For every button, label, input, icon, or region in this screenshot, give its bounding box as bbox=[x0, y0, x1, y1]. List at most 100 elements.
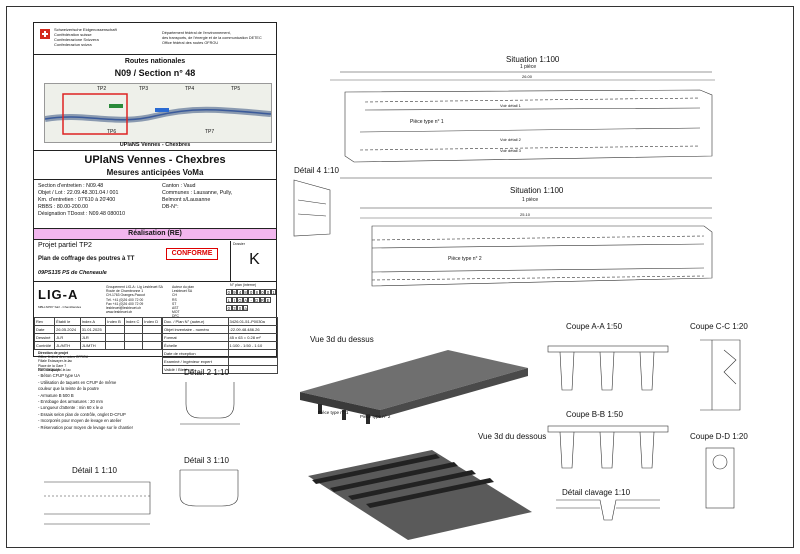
plan-no-row2-cell: G bbox=[237, 297, 243, 303]
voir-detail-3-label: Voir détail 3 bbox=[500, 148, 521, 153]
document-table: Doc. / Plan N° (auteur)3426.01-51-P0030a… bbox=[162, 317, 279, 374]
company-line: Fax +41 (0)26 400 72 09 bbox=[106, 301, 144, 306]
legend-item: CH bbox=[172, 293, 177, 298]
detail-clavage-title: Détail clavage 1:10 bbox=[562, 488, 631, 497]
direction-line: Office fédéral des routes OFROU bbox=[38, 355, 89, 360]
detail-3-drawing bbox=[179, 469, 239, 507]
company-sub: MBH-SPRY Sàrl - Chamblandes bbox=[38, 305, 82, 309]
map-label-tp5: TP5 bbox=[231, 86, 241, 92]
detail-clavage-drawing bbox=[556, 499, 660, 521]
one-piece-label-2: 1 pièce bbox=[522, 197, 539, 203]
info-line: RBBS : 80.00-200.00 bbox=[38, 204, 89, 210]
coupe-cc-title: Coupe C-C 1:20 bbox=[690, 322, 748, 331]
confed-line: Confédération suisse bbox=[54, 32, 92, 37]
vue-3d-top-title: Vue 3d du dessus bbox=[310, 335, 374, 344]
remark-item: - Essais selon plan de contrôle, onglet … bbox=[38, 411, 126, 417]
map-label-tp4: TP4 bbox=[185, 86, 195, 92]
direction-line: Filiale Estavayer-le-lac bbox=[38, 359, 73, 364]
coupe-aa-title: Coupe A-A 1:50 bbox=[566, 322, 623, 331]
situation-bottom-plan bbox=[360, 207, 713, 287]
voir-detail-2-label: Voir détail 2 bbox=[500, 137, 521, 142]
realisation-label: Réalisation (RE) bbox=[128, 230, 182, 237]
coupe-bb-title: Coupe B-B 1:50 bbox=[566, 410, 623, 419]
company-line: CH-1763 Granges-Paccot bbox=[106, 293, 146, 298]
plan-no-row2-cell: L bbox=[226, 297, 232, 303]
map-graphic bbox=[45, 93, 271, 135]
remarks: Remarques : - Béton CFUP type UA - Utili… bbox=[38, 367, 188, 431]
plan-no-row3-cell: 3 bbox=[231, 305, 238, 311]
detail-2-drawing bbox=[180, 382, 240, 425]
legend-item: Auteur du plan bbox=[172, 285, 195, 289]
info-line: DB-N°: bbox=[162, 204, 179, 210]
legend-item: MOT bbox=[172, 310, 180, 315]
piece-1-label: Pièce type n° 1 bbox=[410, 119, 444, 125]
info-line: Objet / Lot : 22.09.48.301.04 / 001 bbox=[38, 190, 119, 196]
remark-item: - Longueur d'attente : min 60 x le ø bbox=[38, 405, 103, 411]
dept-line: des transports, de l'énergie et de la co… bbox=[162, 36, 262, 40]
legend-item: DFC bbox=[172, 314, 179, 319]
divider bbox=[34, 281, 276, 282]
map-label-tp6: TP6 bbox=[107, 129, 117, 135]
map-label-tp7: TP7 bbox=[205, 129, 215, 135]
plan-no-row2-cell: A bbox=[242, 297, 249, 303]
confed-line: Confederaziun svizra bbox=[54, 42, 92, 47]
plan-no-row2-cell: D bbox=[254, 297, 260, 303]
header-row: Schweizerische Eidgenossenschaft Confédé… bbox=[34, 23, 276, 55]
detail-1-title: Détail 1 1:10 bbox=[72, 466, 117, 475]
dossier-letter: K bbox=[249, 251, 260, 268]
project-title: UPlaNS Vennes - Chexbres bbox=[84, 154, 226, 166]
rev-row-cell bbox=[105, 341, 125, 350]
direction-line: Place de la Gare 7 bbox=[38, 363, 67, 368]
company-line: lesbleuet@lesbleuet.ch bbox=[106, 306, 142, 311]
plan-no-row1-cell: 8 bbox=[242, 289, 249, 295]
plan-title: Plan de coffrage des poutres à TT bbox=[38, 256, 135, 262]
legend-item: AST bbox=[172, 306, 179, 311]
vue-3d-piece-2: Pièce type n° 2 bbox=[360, 414, 391, 419]
rev-row-cell: Contrôlé bbox=[33, 341, 56, 350]
divider bbox=[34, 179, 276, 180]
plan-no-row2-cell: I bbox=[231, 297, 238, 303]
info-line: Désignation TDoost : N09.48 080010 bbox=[38, 211, 126, 217]
info-line: Canton : Vaud bbox=[162, 183, 196, 189]
plan-no-row3-cell: a bbox=[242, 305, 249, 311]
info-right: Canton : Vaud Communes : Lausanne, Pully… bbox=[162, 183, 232, 211]
legend-item: Lesbleuet SA bbox=[172, 289, 193, 294]
vue-3d-bottom-drawing bbox=[308, 450, 532, 540]
remark-item: - Enrobage des armatures : 20 mm bbox=[38, 399, 103, 405]
vue-3d-piece-1: Pièce type n° 1 bbox=[318, 410, 349, 415]
company-line: Tél. +41 (0)26 400 72 00 bbox=[106, 297, 144, 302]
confed-line: Schweizerische Eidgenossenschaft bbox=[54, 27, 117, 32]
partial-project: Projet partiel TP2 bbox=[38, 242, 92, 249]
remark-item: - Incorporés pour moyen de levage en ate… bbox=[38, 418, 122, 424]
remark-item: couleur que la teinte de la poutre bbox=[38, 386, 99, 392]
company-line: Route de Chambronne 1 bbox=[106, 289, 144, 294]
remark-item: - Réservation pour moyen de levage sur l… bbox=[38, 424, 133, 430]
situation-top-title: Situation 1:100 bbox=[506, 55, 560, 64]
title-block: Schweizerische Eidgenossenschaft Confédé… bbox=[33, 22, 279, 374]
coupe-dd-title: Coupe D-D 1:20 bbox=[690, 432, 748, 441]
direction-lines: Direction de projet Office fédéral des r… bbox=[38, 351, 88, 372]
plan-no-row3-cell: 0 bbox=[237, 305, 243, 311]
dim-top-label: 26.00 bbox=[522, 74, 533, 79]
coupe-cc-drawing bbox=[700, 339, 741, 411]
remark-item: - Armature B 500 B bbox=[38, 392, 74, 398]
voir-detail-1-label: Voir détail 1 bbox=[500, 103, 521, 108]
info-left: Section d'entretien : N09.48 Objet / Lot… bbox=[38, 183, 125, 218]
project-subtitle: Mesures anticipées VoMa bbox=[106, 168, 204, 177]
map-caption: UPlaNS Vennes - Chexbres bbox=[119, 142, 191, 148]
piece-2-label: Pièce type n° 2 bbox=[448, 256, 482, 262]
location-map: TP2 TP3 TP4 TP5 TP6 TP7 bbox=[44, 83, 272, 143]
company-line: www.lesbleuet.ch bbox=[106, 310, 133, 315]
one-piece-label: 1 pièce bbox=[520, 64, 537, 70]
doc-row-cell bbox=[227, 365, 279, 374]
dept-line: Office fédéral des routes OFROU bbox=[162, 41, 219, 45]
doc-row: Validé / Bieté par bbox=[162, 365, 279, 374]
section-title: N09 / Section n° 48 bbox=[114, 68, 196, 78]
map-label-tp3: TP3 bbox=[139, 86, 149, 92]
detail-4-drawing bbox=[293, 179, 331, 237]
dossier-label: Dossier bbox=[233, 242, 245, 246]
confed-lines: Schweizerische Eidgenossenschaft Confédé… bbox=[54, 27, 117, 47]
